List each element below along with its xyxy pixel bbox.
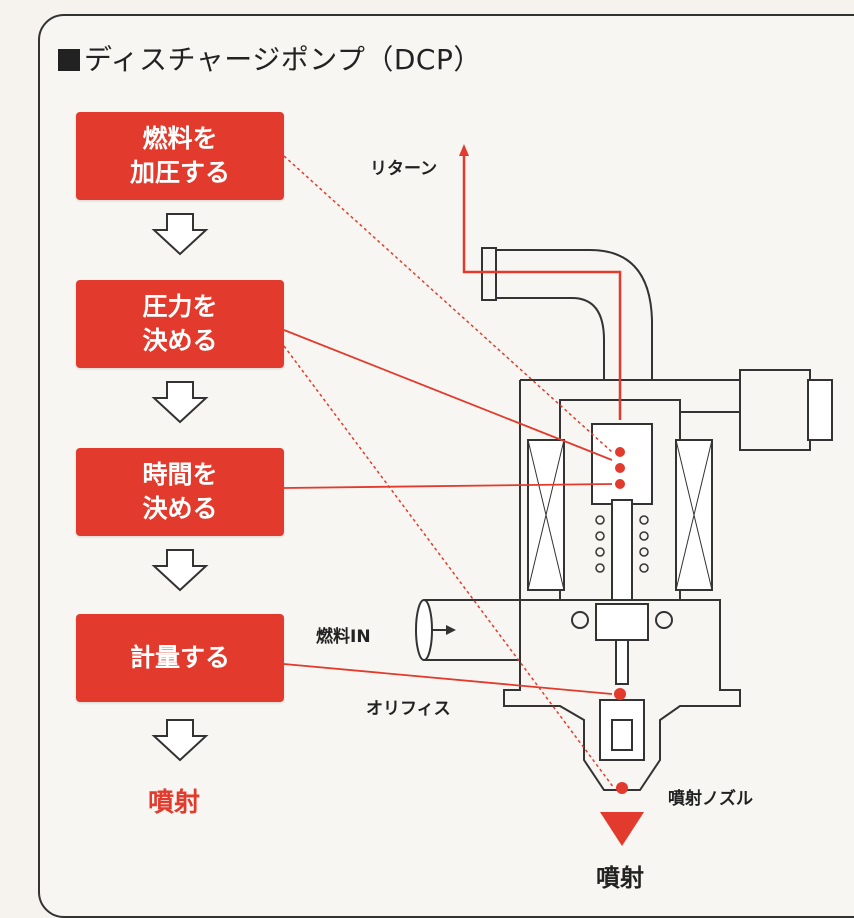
- pressure-dot: [615, 463, 625, 473]
- down-arrow-icon: [151, 719, 209, 762]
- down-arrow-icon: [151, 213, 209, 256]
- step-label: 計量する: [129, 643, 230, 672]
- spray-label: 噴射: [596, 864, 644, 892]
- connector-body: [739, 369, 811, 451]
- step-label: 圧力を 決める: [142, 292, 218, 355]
- final-step-label: 噴射: [148, 788, 201, 818]
- title-text: ディスチャージポンプ（DCP）: [84, 43, 482, 76]
- fuel-in-pipe: [424, 599, 520, 661]
- step-meter: 計量する: [76, 614, 284, 702]
- pressure-dot: [615, 447, 625, 457]
- orifice-dot: [614, 688, 626, 700]
- time-dot: [615, 479, 625, 489]
- return-label: リターン: [370, 159, 438, 179]
- fuel-in-label: 燃料IN: [316, 627, 371, 647]
- valve-stem: [615, 639, 629, 685]
- step-set-time: 時間を 決める: [76, 448, 284, 536]
- step-pressurize: 燃料を 加圧する: [76, 112, 284, 200]
- return-pipe: [486, 249, 653, 380]
- spray-triangle: [600, 812, 644, 846]
- return-flow-line: [462, 152, 622, 420]
- pump-cross-section: [283, 144, 833, 846]
- page-title: ディスチャージポンプ（DCP）: [58, 38, 482, 78]
- connector-tip: [807, 379, 833, 441]
- return-pipe-end: [481, 247, 497, 301]
- orifice-label: オリフィス: [366, 699, 451, 719]
- title-square-icon: [58, 49, 80, 71]
- nozzle-label: 噴射ノズル: [668, 789, 753, 809]
- down-arrow-icon: [151, 549, 209, 592]
- step-set-pressure: 圧力を 決める: [76, 280, 284, 368]
- valve-body: [595, 603, 649, 641]
- step-label: 燃料を 加圧する: [129, 124, 230, 187]
- down-arrow-icon: [151, 381, 209, 424]
- step-label: 時間を 決める: [142, 460, 218, 523]
- nozzle-dot: [616, 782, 628, 794]
- plunger-rod: [611, 499, 633, 611]
